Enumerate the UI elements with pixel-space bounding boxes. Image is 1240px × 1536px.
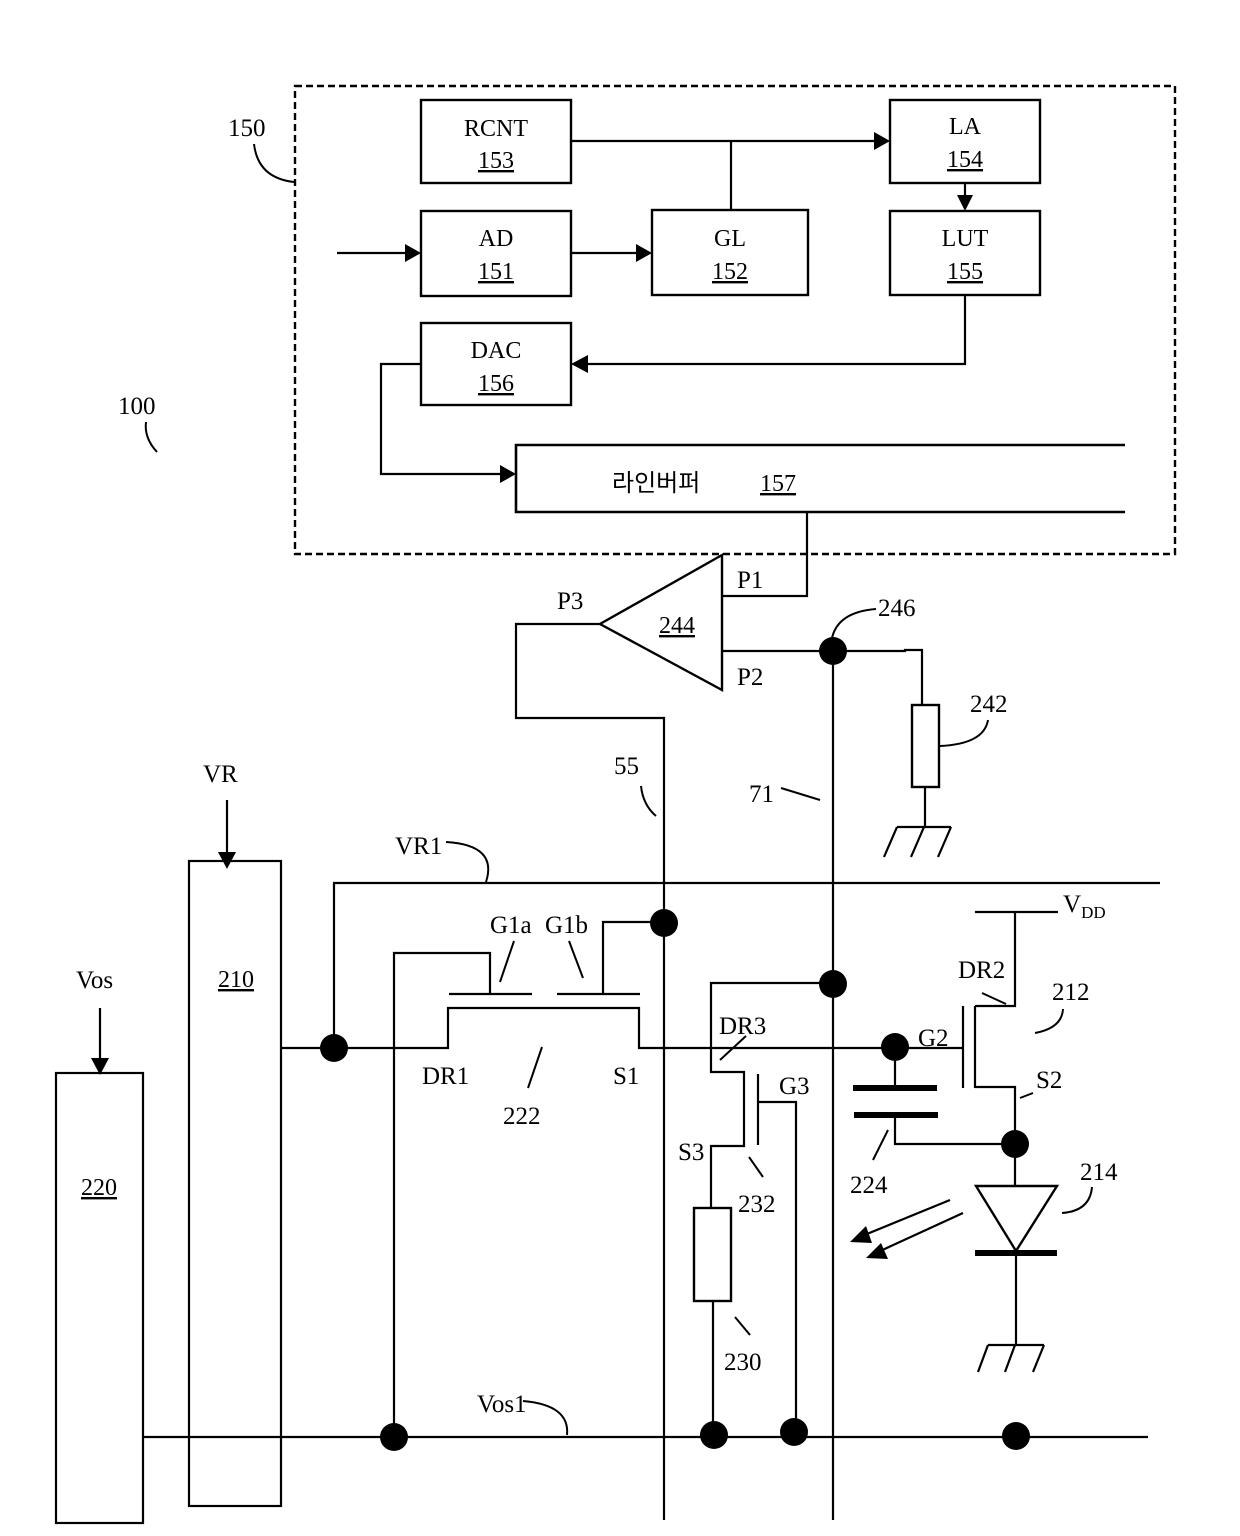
block-rcnt-name: RCNT [464, 116, 528, 142]
pin-p1-label: P1 [737, 567, 763, 594]
rail-vos1-leader [523, 1401, 567, 1435]
node-vos1-oled [1002, 1422, 1030, 1450]
block-la-name: LA [949, 114, 982, 140]
line-55-leader [641, 786, 656, 816]
drain-dr3-label: DR3 [719, 1013, 766, 1040]
block-dac-name: DAC [471, 338, 522, 364]
line-55 [516, 624, 664, 1520]
resistor-242-leader [940, 720, 988, 746]
drain-dr1-label: DR1 [422, 1063, 469, 1090]
line-71-leader [781, 788, 820, 800]
supply-210 [189, 861, 281, 1506]
rail-vos1-label: Vos1 [477, 1391, 527, 1418]
vr-label: VR [203, 761, 238, 788]
block-la-ref: 154 [947, 147, 983, 173]
supply-210-ref: 210 [218, 967, 254, 993]
transistor-212: VDD DR2 212 S2 [958, 891, 1106, 1144]
block-lut-name: LUT [942, 226, 989, 252]
resistor-230-leader [735, 1317, 750, 1335]
controller-ref-leader [254, 144, 294, 182]
pin-p2-label: P2 [737, 664, 763, 691]
block-dac: DAC 156 [421, 323, 571, 405]
transistor-222: G1a G1b DR1 S1 222 [334, 912, 664, 1437]
ground-icon-242 [884, 827, 951, 857]
block-line-buffer: 라인버퍼 157 [516, 445, 1125, 512]
line-71-label: 71 [749, 781, 774, 808]
node-55-g1b [650, 909, 678, 937]
system-ref-label: 100 [118, 393, 156, 420]
vdd-sub: DD [1081, 903, 1106, 922]
block-ad-ref: 151 [478, 259, 514, 285]
node-71-dr3 [819, 970, 847, 998]
block-ad-name: AD [479, 226, 514, 252]
supply-220 [56, 1073, 143, 1523]
block-dac-ref: 156 [478, 371, 514, 397]
rail-vr1-leader [446, 842, 488, 882]
block-rcnt: RCNT 153 [421, 100, 571, 183]
block-la: LA 154 [890, 100, 1040, 183]
rail-vr1-label: VR1 [395, 833, 442, 860]
block-ad: AD 151 [421, 211, 571, 296]
vdd-main: V [1063, 891, 1081, 918]
block-lut-ref: 155 [947, 259, 983, 285]
supply-220-ref: 220 [81, 1175, 117, 1201]
node-g2 [881, 1033, 909, 1061]
node-vos1-r230 [700, 1421, 728, 1449]
amplifier-ref: 244 [659, 613, 695, 639]
capacitor-224-label: 224 [850, 1172, 888, 1199]
node-246-label: 246 [878, 595, 916, 622]
resistor-230-label: 230 [724, 1349, 762, 1376]
oled-214: 214 [975, 1144, 1118, 1372]
system-ref-leader [146, 422, 157, 452]
drain-dr2-label: DR2 [958, 957, 1005, 984]
source-s2-label: S2 [1036, 1067, 1062, 1094]
block-gl: GL 152 [652, 210, 808, 295]
resistor-242 [912, 705, 939, 787]
gate-g1a-label: G1a [490, 912, 532, 939]
node-246-leader [832, 609, 876, 638]
pin-p3-label: P3 [557, 588, 583, 615]
transistor-212-ref: 212 [1052, 979, 1090, 1006]
light-emission-arrows-icon [850, 1200, 963, 1259]
node-vos1-g3 [780, 1418, 808, 1446]
block-gl-ref: 152 [712, 259, 748, 285]
transistor-232-ref: 232 [738, 1191, 776, 1218]
block-line-buffer-name: 라인버퍼 [612, 469, 700, 497]
source-s3-label: S3 [678, 1139, 704, 1166]
oled-214-label: 214 [1080, 1159, 1118, 1186]
gate-g1b-label: G1b [545, 912, 588, 939]
node-vos1-g1a [380, 1423, 408, 1451]
transistor-222-ref: 222 [503, 1103, 541, 1130]
block-rcnt-ref: 153 [478, 148, 514, 174]
block-lut: LUT 155 [890, 211, 1040, 295]
controller-ref-label: 150 [228, 115, 266, 142]
gate-g3-label: G3 [779, 1073, 810, 1100]
capacitor-224: 224 [850, 1048, 1016, 1199]
gate-g2-label: G2 [918, 1025, 949, 1052]
resistor-230 [694, 1208, 731, 1301]
vdd-label: VDD [1063, 891, 1106, 922]
vos-label: Vos [76, 967, 113, 994]
block-gl-name: GL [714, 226, 746, 252]
block-line-buffer-ref: 157 [760, 471, 796, 497]
resistor-242-label: 242 [970, 691, 1008, 718]
source-s1-label: S1 [613, 1063, 639, 1090]
line-55-label: 55 [614, 753, 639, 780]
